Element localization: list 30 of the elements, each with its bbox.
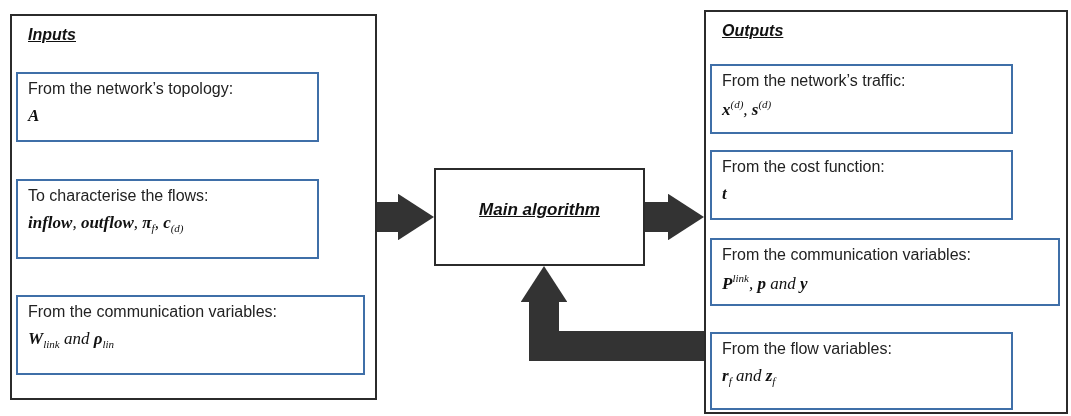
box-label: From the network’s topology: [28,80,234,98]
variable-box [710,238,1060,306]
box-label: From the communication variables: [722,246,971,264]
group-box [10,14,377,400]
process-label: Main algorithm [479,200,600,220]
variable-box [710,332,1013,410]
block-arrow [645,193,704,241]
variable-box [16,295,365,375]
block-arrow [520,266,704,361]
group-heading: Outputs [722,22,784,40]
formula-text: t [722,184,727,204]
group-heading: Inputs [28,26,76,44]
box-label: To characterise the flows: [28,187,209,205]
block-arrow [377,193,434,241]
variable-box [710,64,1013,134]
group-box [704,10,1068,414]
box-label: From the flow variables: [722,340,892,358]
variable-box [16,179,319,259]
formula-text: P$^{link}$, p and y [722,272,808,294]
box-label: From the cost function: [722,158,885,176]
box-label: From the communication variables: [28,303,277,321]
variable-box [16,72,319,142]
box-label: From the network’s traffic: [722,72,906,90]
formula-text: W$_{link}$ and ρ$_{lin}$ [28,329,114,351]
formula-text: x$^{(d)}$, s$^{(d)}$ [722,98,772,120]
formula-text: A [28,106,40,126]
formula-text: inflow, outflow, π$_{f}$, c$_{(d)}$ [28,213,184,235]
formula-text: r$_{f}$ and z$_{f}$ [722,366,776,388]
process-box [434,168,645,266]
variable-box [710,150,1013,220]
